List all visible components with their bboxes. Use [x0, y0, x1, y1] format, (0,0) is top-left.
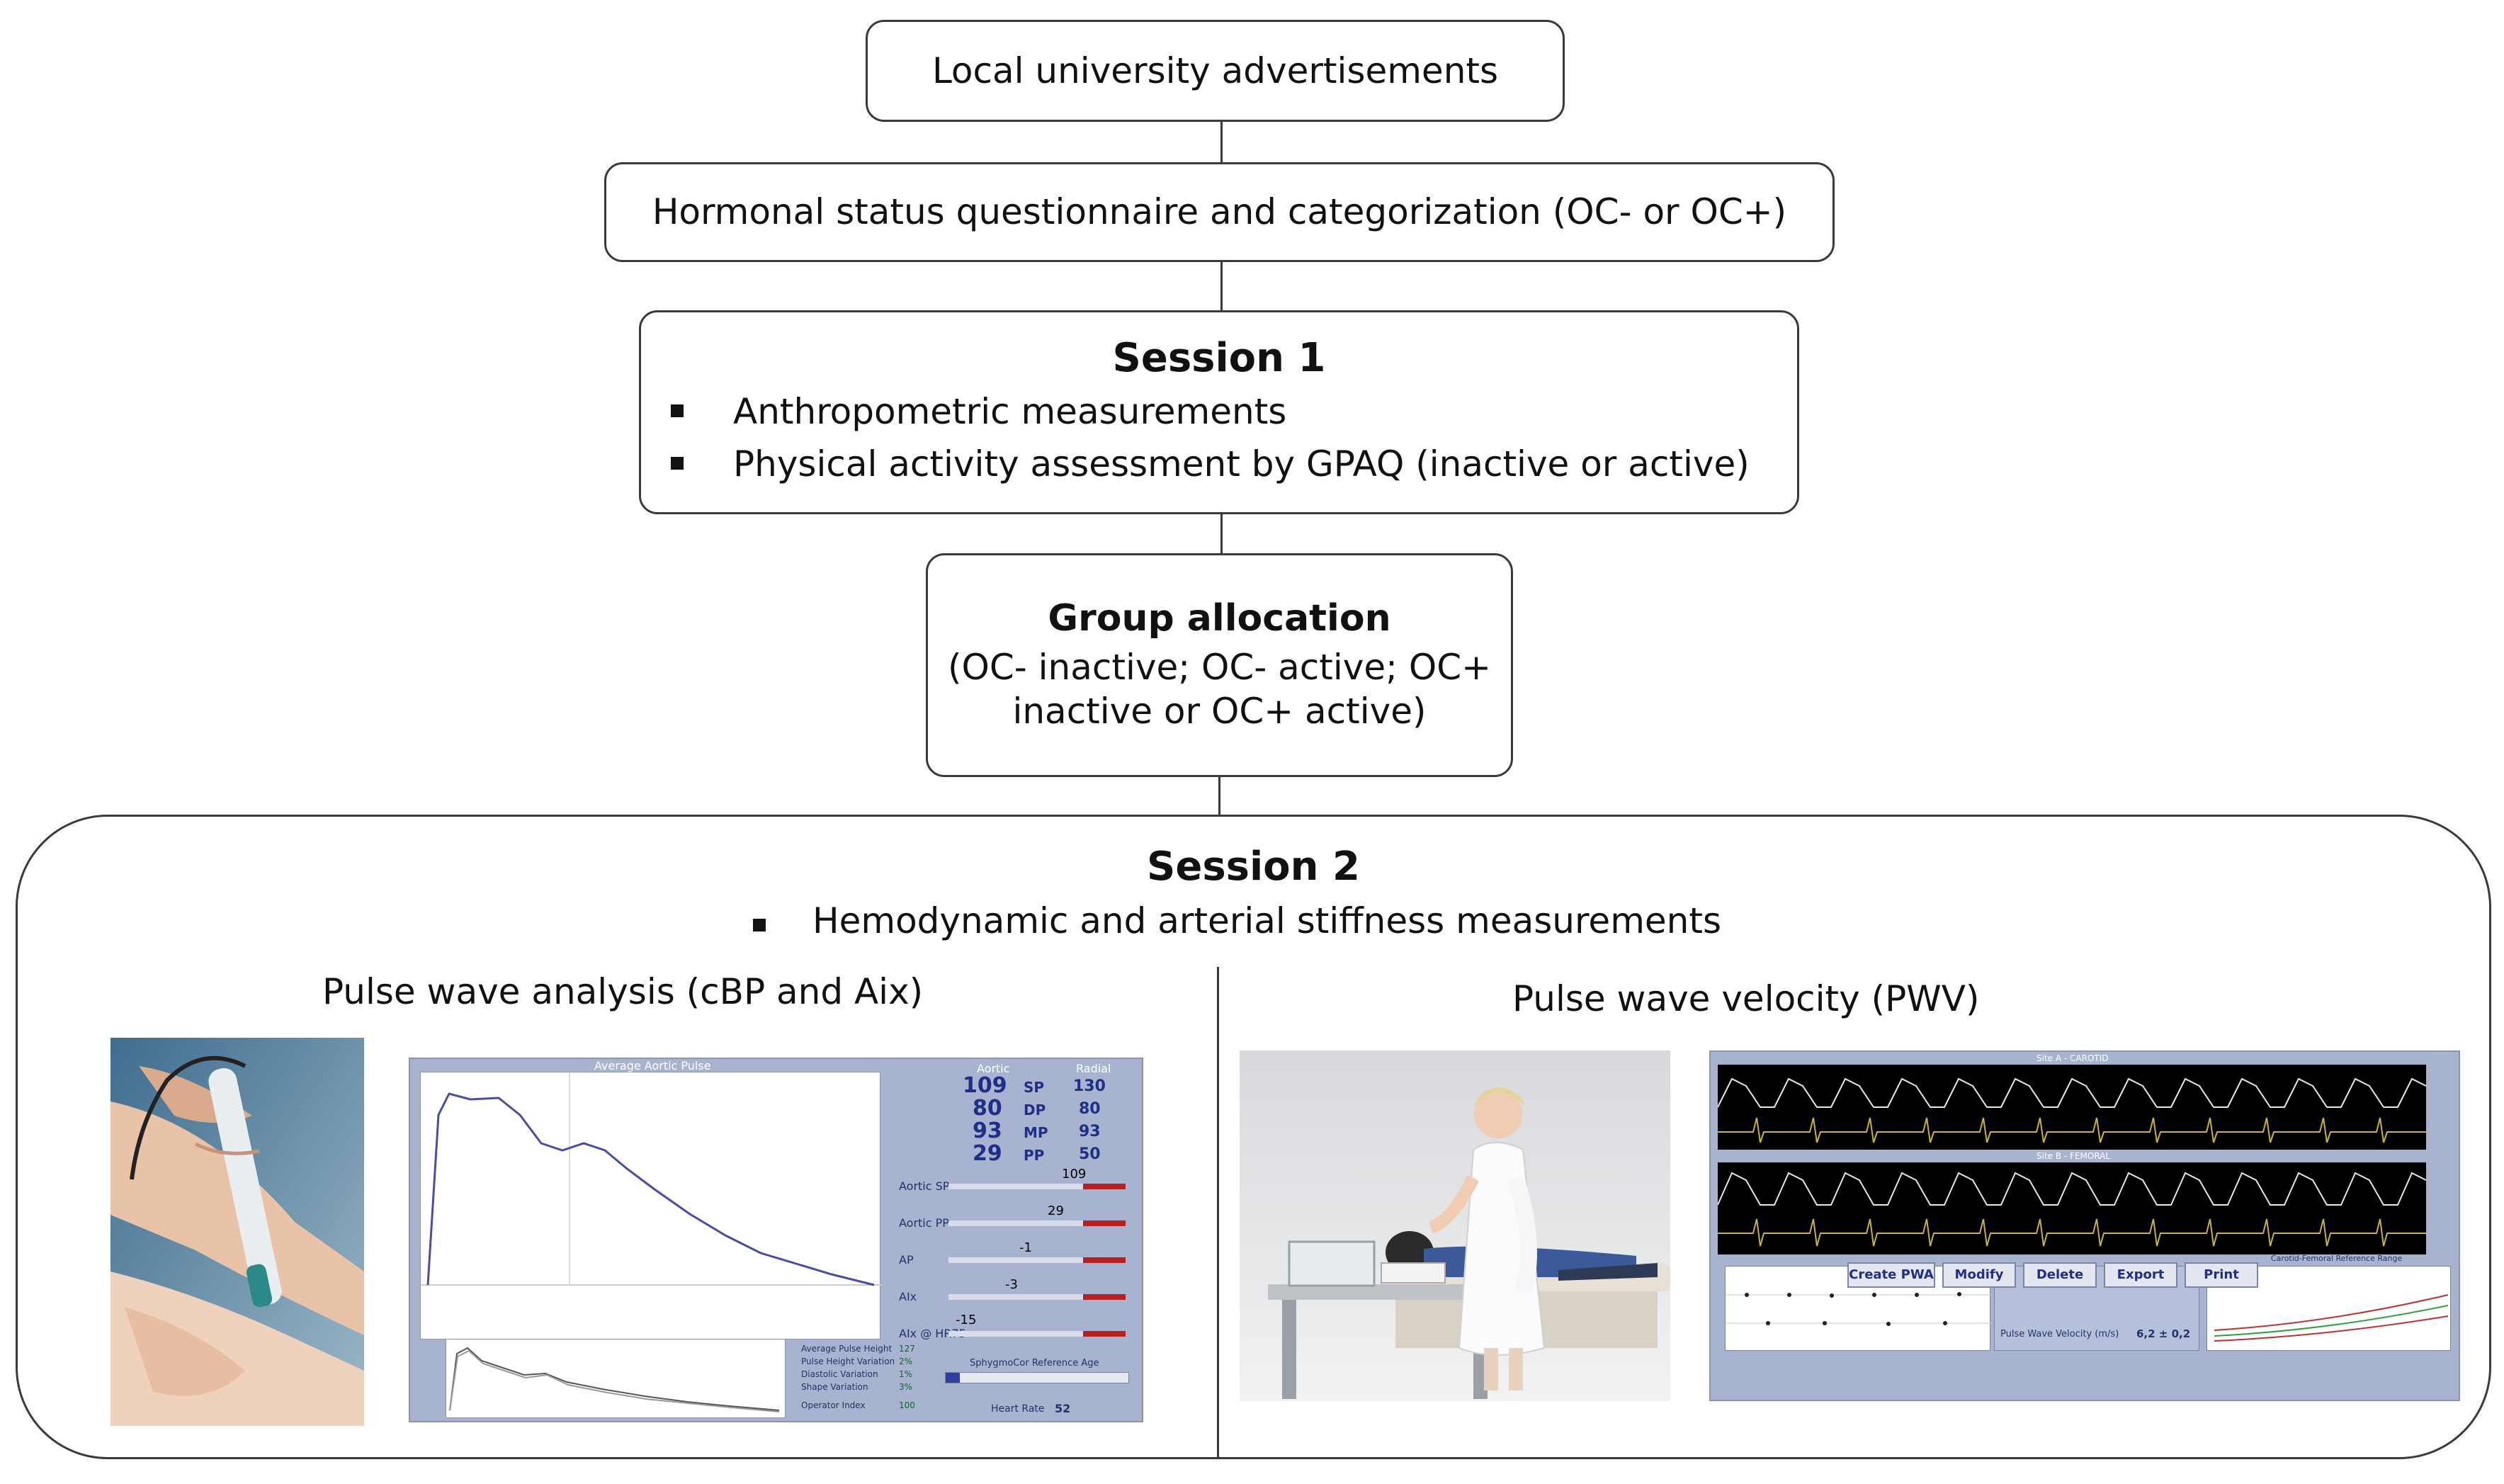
col-aortic: Aortic — [977, 1062, 1010, 1075]
modify-button[interactable]: Modify — [1942, 1262, 2016, 1288]
session2-box: Session 2 Hemodynamic and arterial stiff… — [16, 815, 2491, 1459]
slider-value: 29 — [1048, 1203, 1064, 1218]
pwa-subtitle: Pulse wave analysis (cBP and Aix) — [322, 971, 924, 1012]
carotid-waveform — [1717, 1077, 2427, 1143]
slider-value: -3 — [1005, 1277, 1018, 1292]
radial-mp: 93 — [1079, 1123, 1101, 1140]
ref-age-label: SphygmoCor Reference Age — [970, 1358, 1099, 1369]
quality-label: Average Pulse Height — [801, 1344, 893, 1354]
quality-value: 100 — [899, 1400, 915, 1410]
row-label-pp: PP — [1024, 1147, 1045, 1164]
connector-4 — [1218, 777, 1220, 816]
pulse-overlay-waveform — [449, 1347, 780, 1412]
slider-label: AIx — [899, 1290, 917, 1303]
row-label-mp: MP — [1024, 1124, 1048, 1141]
group-line-1: (OC- inactive; OC- active; OC+ — [947, 646, 1492, 688]
tonometer-photo — [111, 1038, 364, 1426]
pwv-illustration — [1240, 1050, 1670, 1401]
slider-label: AIx @ HR75 — [899, 1327, 966, 1340]
radial-dp: 80 — [1079, 1100, 1101, 1118]
tonometer-illustration — [111, 1038, 364, 1426]
slider-value: -15 — [956, 1313, 977, 1327]
quality-label: Shape Variation — [801, 1382, 868, 1392]
session1-item: Anthropometric measurements — [641, 385, 1797, 438]
hormonal-box: Hormonal status questionnaire and catego… — [604, 162, 1835, 262]
slider-value: -1 — [1019, 1240, 1032, 1255]
group-box: Group allocation (OC- inactive; OC- acti… — [926, 553, 1513, 777]
quality-value: 3% — [899, 1382, 913, 1392]
aortic-pulse-graph — [420, 1072, 881, 1339]
session1-title: Session 1 — [1112, 335, 1326, 381]
quality-value: 127 — [899, 1344, 915, 1354]
heart-rate-label: Heart Rate — [991, 1403, 1045, 1415]
quality-label: Pulse Height Variation — [801, 1356, 895, 1366]
slider-track — [948, 1184, 1126, 1189]
session2-title: Session 2 — [1147, 844, 1360, 890]
quality-value: 2% — [899, 1356, 913, 1366]
ref-age-bar — [945, 1372, 1129, 1383]
femoral-waveform — [1717, 1172, 2427, 1247]
graph-title: Average Aortic Pulse — [594, 1059, 711, 1072]
pwv-value: 6,2 ± 0,2 — [2136, 1327, 2191, 1340]
session1-item: Physical activity assessment by GPAQ (in… — [641, 438, 1797, 490]
session2-item: Hemodynamic and arterial stiffness measu… — [733, 900, 1721, 941]
col-radial: Radial — [1076, 1062, 1111, 1075]
row-label-sp: SP — [1024, 1079, 1045, 1096]
slider-track — [948, 1220, 1126, 1226]
delete-button[interactable]: Delete — [2023, 1262, 2097, 1288]
slider-track — [948, 1331, 1126, 1337]
recruitment-box: Local university advertisements — [866, 20, 1565, 122]
session2-divider — [1217, 967, 1219, 1459]
femoral-trace-panel — [1717, 1162, 2427, 1254]
connector-3 — [1220, 514, 1223, 553]
quality-value: 1% — [899, 1369, 913, 1379]
reference-range-curves — [2214, 1294, 2449, 1342]
pwa-software-screen: Average Aortic Pulse Aortic Radial 109 S… — [409, 1058, 1143, 1422]
create-pwa-button[interactable]: Create PWA — [1847, 1262, 1935, 1288]
heart-rate-value: 52 — [1055, 1402, 1071, 1415]
slider-track — [948, 1257, 1126, 1263]
aortic-dp: 80 — [973, 1096, 1002, 1121]
pwv-measurement-photo — [1240, 1050, 1670, 1401]
quality-label: Operator Index — [801, 1400, 866, 1410]
site-a-label: Site A - CAROTID — [2036, 1053, 2109, 1063]
slider-track — [948, 1294, 1126, 1300]
quality-label: Diastolic Variation — [801, 1369, 878, 1379]
slider-label: AP — [899, 1253, 914, 1267]
pulse-overlay-graph — [446, 1339, 786, 1418]
pwv-label: Pulse Wave Velocity (m/s) — [2000, 1329, 2119, 1339]
connector-1 — [1220, 122, 1223, 162]
print-button[interactable]: Print — [2185, 1262, 2258, 1288]
pwv-subtitle: Pulse wave velocity (PWV) — [1512, 978, 1980, 1019]
session1-list: Anthropometric measurements Physical act… — [641, 385, 1797, 490]
session1-box: Session 1 Anthropometric measurements Ph… — [639, 310, 1799, 514]
recruitment-text: Local university advertisements — [931, 50, 1499, 91]
radial-sp: 130 — [1073, 1077, 1106, 1095]
row-label-dp: DP — [1024, 1101, 1046, 1118]
ptt-scatter — [1726, 1292, 1991, 1326]
aortic-sp: 109 — [963, 1073, 1007, 1098]
aortic-pulse-waveform — [421, 1072, 881, 1286]
aortic-pp: 29 — [973, 1141, 1002, 1166]
slider-label: Aortic SP — [899, 1179, 950, 1193]
carotid-trace-panel — [1717, 1065, 2427, 1150]
pwv-software-screen: Site A - CAROTID Site B - FEMORAL Pulse … — [1709, 1050, 2460, 1401]
site-b-label: Site B - FEMORAL — [2036, 1151, 2111, 1161]
aortic-mp: 93 — [973, 1118, 1002, 1143]
group-title: Group allocation — [1048, 596, 1391, 640]
radial-pp: 50 — [1079, 1145, 1101, 1163]
ref-range-label: Carotid-Femoral Reference Range — [2271, 1254, 2403, 1263]
export-button[interactable]: Export — [2104, 1262, 2177, 1288]
slider-label: Aortic PP — [899, 1216, 949, 1230]
hormonal-text: Hormonal status questionnaire and catego… — [652, 191, 1787, 233]
group-line-2: inactive or OC+ active) — [1012, 691, 1427, 732]
slider-value: 109 — [1062, 1167, 1087, 1182]
connector-2 — [1220, 262, 1223, 310]
